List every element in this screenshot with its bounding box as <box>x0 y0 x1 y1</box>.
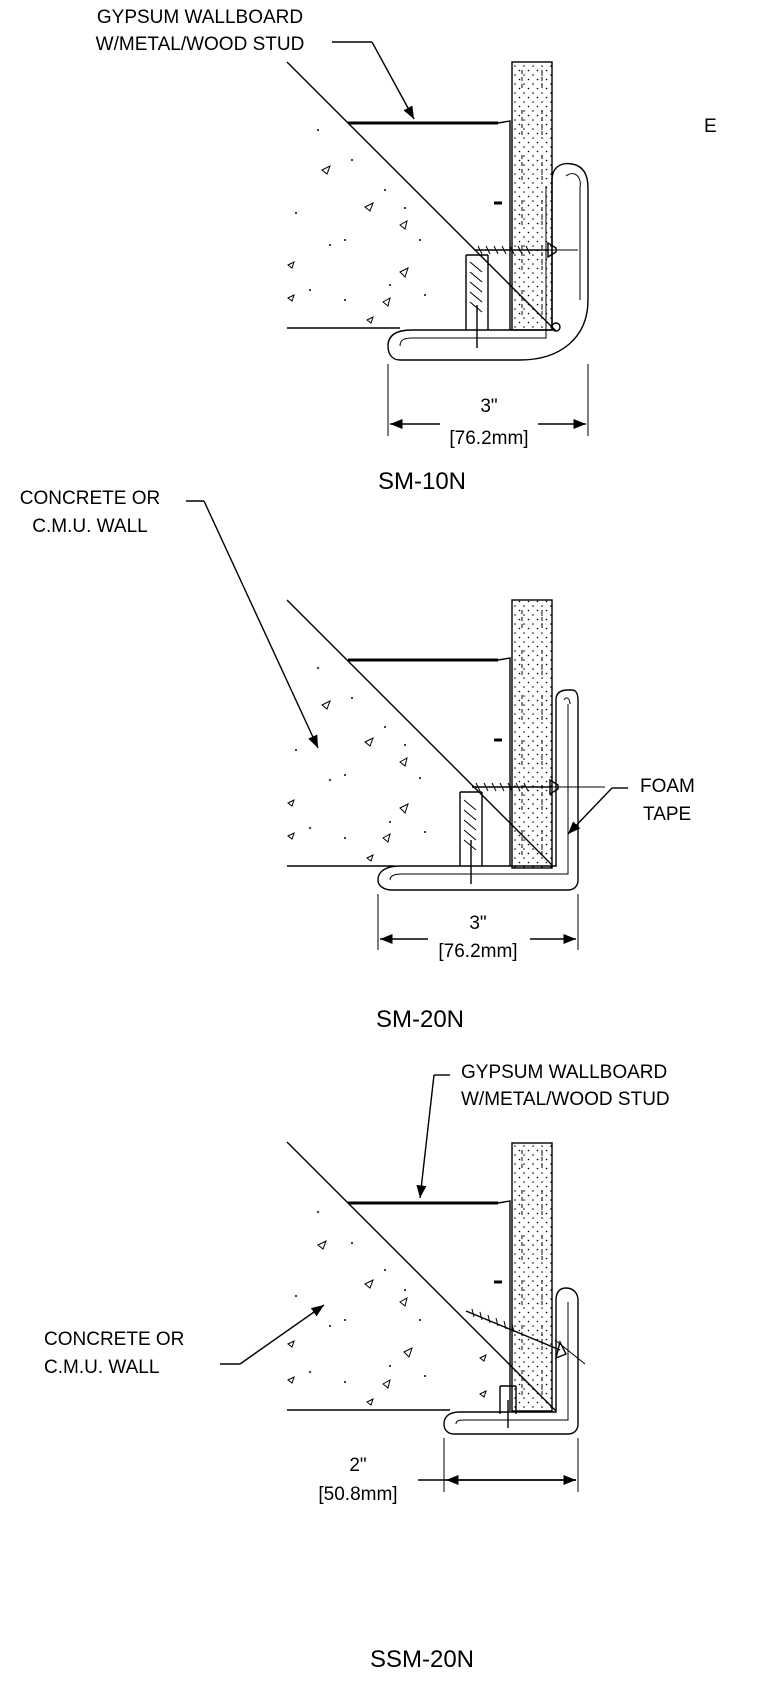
callout-text-line: CONCRETE OR <box>44 1329 184 1350</box>
callout-text-line: GYPSUM WALLBOARD <box>97 7 303 28</box>
callout-leader <box>186 500 628 835</box>
corner-guard-profile <box>443 1287 579 1435</box>
corner-guard-profile <box>387 162 589 361</box>
callout-text-line: C.M.U. WALL <box>32 516 147 537</box>
screw-and-anchor <box>465 241 578 348</box>
callout-text-line: FOAM <box>640 776 695 797</box>
dimension-imperial: 2" <box>349 1455 366 1476</box>
edge-fragment-text: E <box>704 116 717 137</box>
gypsum-wallboard-stud <box>348 1142 553 1412</box>
callout-text-line: GYPSUM WALLBOARD <box>461 1062 667 1083</box>
gypsum-wallboard-stud <box>348 599 553 869</box>
detail-title: SM-10N <box>378 468 466 495</box>
callout-text-line: TAPE <box>643 804 691 825</box>
dimension-metric: [50.8mm] <box>318 1484 397 1505</box>
dimension-line <box>418 1438 579 1492</box>
dimension-metric: [76.2mm] <box>438 941 517 962</box>
callout-text-line: W/METAL/WOOD STUD <box>461 1089 670 1110</box>
concrete-wall-section <box>286 1141 557 1412</box>
callout-text-line: CONCRETE OR <box>20 488 160 509</box>
corner-guard-profile <box>377 689 579 891</box>
screw-and-anchor <box>465 1308 586 1428</box>
detail-sm-20n: CONCRETE OR C.M.U. WALL FOAM TAPE 3" [76… <box>20 488 695 1033</box>
detail-title: SSM-20N <box>370 1646 474 1673</box>
callout-leader <box>332 41 415 120</box>
callout-text-line: W/METAL/WOOD STUD <box>96 34 305 55</box>
screw-and-anchor <box>459 778 605 884</box>
dimension-line <box>377 894 579 950</box>
dimension-imperial: 3" <box>480 396 497 417</box>
dimension-imperial: 3" <box>469 913 486 934</box>
detail-sm-10n: GYPSUM WALLBOARD W/METAL/WOOD STUD 3" [7… <box>96 7 589 495</box>
concrete-wall-section <box>286 61 557 332</box>
callout-leader <box>220 1074 450 1365</box>
detail-ssm-20n: GYPSUM WALLBOARD W/METAL/WOOD STUD CONCR… <box>44 1062 670 1673</box>
gypsum-wallboard-stud <box>348 61 553 331</box>
concrete-wall-section <box>286 599 553 867</box>
detail-title: SM-20N <box>376 1006 464 1033</box>
dimension-line <box>387 364 589 436</box>
dimension-metric: [76.2mm] <box>449 428 528 449</box>
callout-text-line: C.M.U. WALL <box>44 1357 159 1378</box>
